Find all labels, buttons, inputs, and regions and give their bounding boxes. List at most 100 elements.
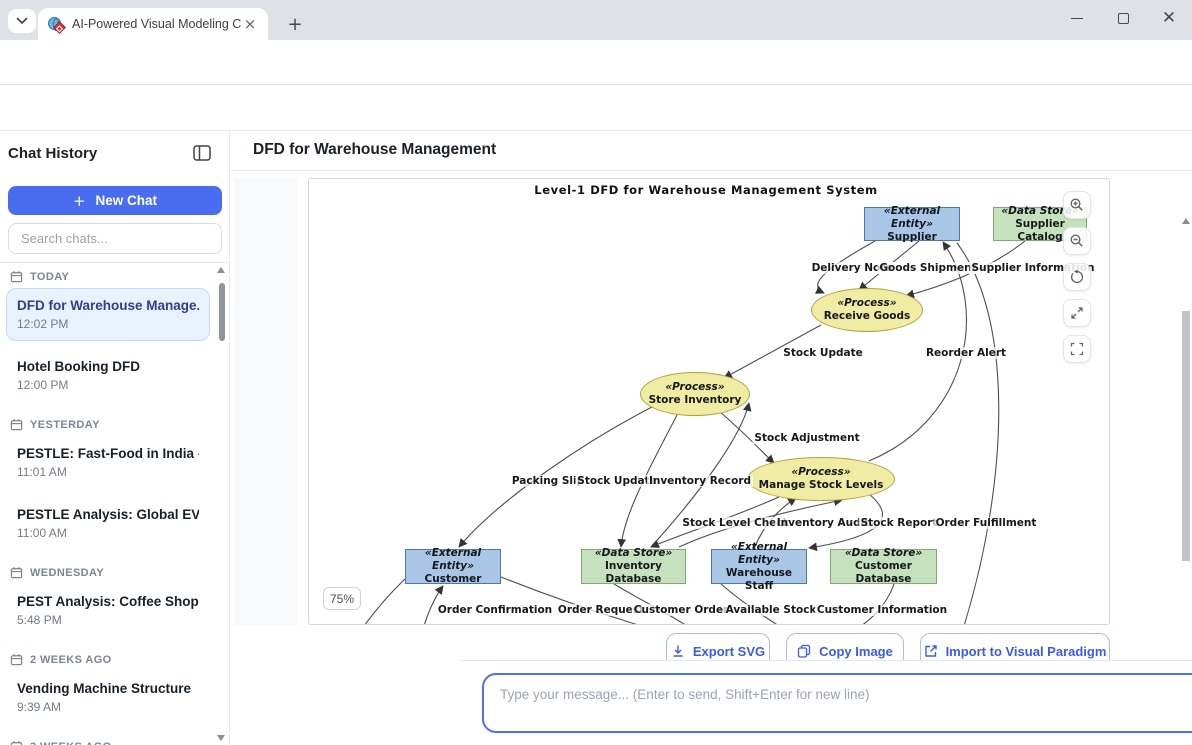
app-header: Chatbot Powered by Visual Paradigm More …: [0, 85, 1192, 131]
calendar-icon: [10, 270, 23, 283]
calendar-icon: [10, 740, 23, 745]
chat-history-title: Chat History: [8, 145, 97, 162]
scroll-down-arrow-icon[interactable]: [217, 735, 225, 741]
tab-close-icon[interactable]: ×: [242, 16, 258, 32]
calendar-icon: [10, 566, 23, 579]
diagram-title: Level-1 DFD for Warehouse Management Sys…: [534, 183, 877, 197]
sidebar-scrollbar[interactable]: [217, 265, 226, 743]
chat-item[interactable]: PEST Analysis: Coffee Shop S...5:48 PM: [6, 584, 210, 637]
scrollbar-thumb[interactable]: [1182, 311, 1190, 561]
dfd-node-store-inventory: «Process»Store Inventory: [640, 372, 750, 416]
window-maximize-button[interactable]: [1100, 0, 1146, 36]
chat-item-time: 12:02 PM: [17, 316, 199, 333]
chat-item[interactable]: DFD for Warehouse Manage...12:02 PM: [6, 288, 210, 341]
tab-search-button[interactable]: [8, 9, 36, 33]
dfd-node-warehouse-staff: «External Entity»Warehouse Staff: [711, 549, 807, 584]
reset-rotate-icon: [1069, 269, 1085, 285]
window-minimize-button[interactable]: [1054, 0, 1100, 36]
chat-item-title: Hotel Booking DFD: [17, 357, 199, 377]
chat-item-title: DFD for Warehouse Manage...: [17, 296, 199, 316]
plus-icon: +: [73, 192, 86, 210]
dfd-node-inventory-database: «Data Store»Inventory Database: [581, 549, 686, 584]
message-gutter: [234, 178, 298, 625]
external-link-icon: [924, 644, 938, 658]
chat-item[interactable]: Vending Machine Structure9:39 AM: [6, 671, 210, 724]
calendar-icon: [10, 653, 23, 666]
zoom-in-button[interactable]: [1063, 191, 1091, 219]
chat-item-title: PEST Analysis: Coffee Shop S...: [17, 592, 199, 612]
zoom-level-badge: 75%: [323, 587, 361, 610]
visual-paradigm-favicon: [48, 16, 64, 32]
diagram-controls: [1063, 191, 1091, 363]
window-close-button[interactable]: ✕: [1146, 0, 1192, 36]
import-to-visual-paradigm-button[interactable]: Import to Visual Paradigm: [920, 633, 1110, 660]
edge-label: Stock Report: [859, 517, 940, 529]
dfd-node-customer: «External Entity»Customer: [405, 549, 501, 584]
edge-label: Reorder Alert: [924, 347, 1008, 359]
edge-label: Order Fulfillment: [934, 517, 1039, 529]
fullscreen-corners-icon: [1070, 342, 1084, 356]
dfd-node-supplier: «External Entity»Supplier: [864, 207, 960, 241]
reset-view-button[interactable]: [1063, 263, 1091, 291]
chat-item-title: Vending Machine Structure: [17, 679, 199, 699]
dfd-node-receive-goods: «Process»Receive Goods: [811, 288, 923, 332]
section-header: YESTERDAY: [10, 418, 206, 431]
page-scrollbar[interactable]: [1181, 215, 1192, 660]
chat-item-time: 12:00 PM: [17, 377, 199, 394]
diagram-panel[interactable]: Level-1 DFD for Warehouse Management Sys…: [308, 178, 1110, 625]
collapse-sidebar-icon[interactable]: [193, 145, 211, 161]
scrollbar-thumb[interactable]: [219, 283, 225, 341]
edge-label: Stock Update: [781, 347, 864, 359]
edge-label: Customer Order: [632, 604, 730, 616]
edge-label: Stock Adjustment: [752, 432, 861, 444]
export-svg-button[interactable]: Export SVG: [666, 633, 770, 660]
scroll-up-arrow-icon[interactable]: [217, 267, 225, 273]
conversation-titlebar: DFD for Warehouse Management: [230, 131, 1192, 171]
main-content: DFD for Warehouse Management Level-1 DFD…: [230, 131, 1192, 745]
chat-item[interactable]: Hotel Booking DFD12:00 PM: [6, 349, 210, 402]
chat-item-time: 11:00 AM: [17, 525, 199, 542]
expand-button[interactable]: [1063, 299, 1091, 327]
section-header: 3 WEEKS AGO: [10, 740, 206, 745]
chat-item-title: PESTLE Analysis: Global EV In...: [17, 505, 199, 525]
chat-item[interactable]: PESTLE: Fast-Food in India – ...11:01 AM: [6, 436, 210, 489]
edge-label: Inventory Record: [647, 475, 753, 487]
fullscreen-button[interactable]: [1063, 335, 1091, 363]
composer-bar: [460, 660, 1192, 745]
chat-message-area: Level-1 DFD for Warehouse Management Sys…: [230, 171, 1192, 660]
zoom-out-icon: [1069, 233, 1085, 249]
search-chats-input[interactable]: [8, 223, 222, 254]
edge-label: Goods Shipment: [877, 262, 978, 274]
edge-label: Available Stock: [724, 604, 819, 616]
copy-image-button[interactable]: Copy Image: [786, 633, 904, 660]
chat-item[interactable]: PESTLE Analysis: Global EV In...11:00 AM: [6, 497, 210, 550]
close-icon: ✕: [1162, 8, 1176, 28]
message-input[interactable]: [482, 673, 1192, 733]
tab-title: AI-Powered Visual Modeling Ch: [72, 17, 242, 31]
dfd-node-manage-stock-levels: «Process»Manage Stock Levels: [747, 457, 895, 501]
chat-item-time: 9:39 AM: [17, 699, 199, 716]
section-header: 2 WEEKS AGO: [10, 653, 206, 666]
chat-item-time: 5:48 PM: [17, 612, 199, 629]
sidebar-divider: [0, 262, 229, 263]
scroll-up-arrow-icon[interactable]: [1182, 218, 1190, 224]
tab-strip: AI-Powered Visual Modeling Ch × + ✕: [0, 0, 1192, 40]
maximize-icon: [1118, 13, 1129, 24]
browser-toolbar: ← → ai-toolbox.visual-paradigm.com/app/c…: [0, 40, 1192, 85]
section-header: WEDNESDAY: [10, 566, 206, 579]
new-chat-button[interactable]: +New Chat: [8, 186, 222, 215]
expand-arrows-icon: [1070, 306, 1084, 320]
download-icon: [671, 644, 685, 658]
chat-item-time: 11:01 AM: [17, 464, 199, 481]
chat-item-title: PESTLE: Fast-Food in India – ...: [17, 444, 199, 464]
sidebar: Chat History +New Chat TODAYDFD for Ware…: [0, 131, 230, 745]
zoom-in-icon: [1069, 197, 1085, 213]
zoom-out-button[interactable]: [1063, 227, 1091, 255]
calendar-icon: [10, 418, 23, 431]
edge-label: Inventory Audit: [775, 517, 871, 529]
copy-icon: [797, 644, 811, 658]
browser-tab[interactable]: AI-Powered Visual Modeling Ch ×: [38, 8, 268, 40]
new-tab-button[interactable]: +: [282, 11, 308, 37]
edge-label: Order Confirmation: [436, 604, 554, 616]
